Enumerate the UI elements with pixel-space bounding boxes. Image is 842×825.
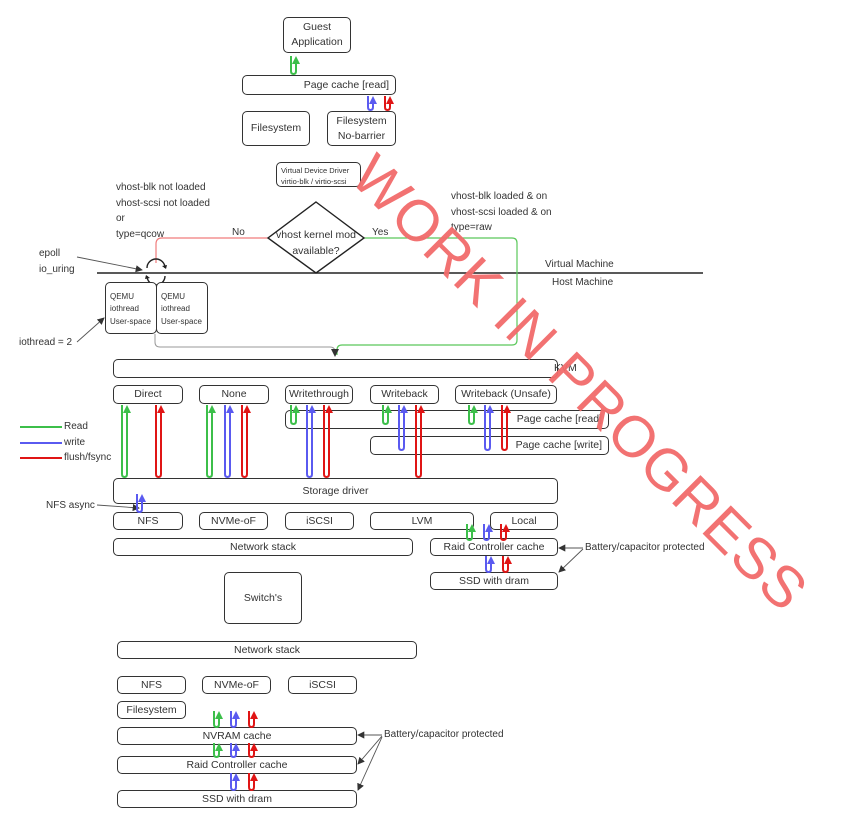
flush-flow-arrow bbox=[155, 405, 165, 479]
remote-filesystem-box: Filesystem bbox=[117, 701, 186, 719]
host-ssd-box: SSD with dram bbox=[430, 572, 558, 590]
guest-application-box: Guest Application bbox=[283, 17, 351, 53]
cache-mode-writeback-unsafe[interactable]: Writeback (Unsafe) bbox=[455, 385, 557, 404]
no-condition-note: vhost-blk not loaded vhost-scsi not load… bbox=[116, 182, 210, 240]
epoll-pointer bbox=[76, 256, 143, 273]
legend-write-label: write bbox=[64, 437, 86, 448]
remote-raid-controller-box: Raid Controller cache bbox=[117, 756, 357, 774]
host-machine-label: Host Machine bbox=[552, 277, 614, 288]
write-flow-arrow bbox=[224, 405, 234, 479]
host-battery-note: Battery/capacitor protected bbox=[585, 542, 705, 553]
write-flow-arrow bbox=[230, 711, 240, 729]
cache-mode-writeback[interactable]: Writeback bbox=[370, 385, 439, 404]
flush-flow-arrow bbox=[248, 773, 258, 792]
cache-mode-writethrough[interactable]: Writethrough bbox=[285, 385, 353, 404]
qemu-to-kvm-line bbox=[154, 334, 339, 357]
read-flow-arrow bbox=[213, 743, 223, 759]
write-flow-arrow bbox=[230, 743, 240, 759]
remote-battery-pointer-ssd bbox=[357, 736, 383, 791]
kvm-label: KVM bbox=[554, 362, 577, 375]
qemu-iothread-box-1: QEMU iothread User-space bbox=[105, 282, 157, 334]
remote-ssd-box: SSD with dram bbox=[117, 790, 357, 808]
iothread-count-pointer bbox=[76, 317, 105, 343]
cache-mode-none[interactable]: None bbox=[199, 385, 269, 404]
virtual-machine-label: Virtual Machine bbox=[545, 259, 614, 270]
flush-flow-arrow bbox=[241, 405, 251, 479]
decision-yes-label: Yes bbox=[372, 227, 389, 238]
guest-filesystem-nobarrier-box: Filesystem No-barrier bbox=[327, 111, 396, 146]
remote-protocol-iscsi: iSCSI bbox=[288, 676, 357, 694]
remote-nvram-box: NVRAM cache bbox=[117, 727, 357, 745]
backend-nfs: NFS bbox=[113, 512, 183, 530]
cache-mode-direct[interactable]: Direct bbox=[113, 385, 183, 404]
storage-driver-box: Storage driver bbox=[113, 478, 558, 504]
backend-local: Local bbox=[490, 512, 558, 530]
host-raid-controller-box: Raid Controller cache bbox=[430, 538, 558, 556]
flush-flow-arrow bbox=[384, 96, 394, 112]
read-flow-arrow bbox=[121, 405, 131, 479]
flush-flow-arrow bbox=[248, 743, 258, 759]
remote-network-stack-box: Network stack bbox=[117, 641, 417, 659]
remote-protocol-nvme-of: NVMe-oF bbox=[202, 676, 271, 694]
virtual-device-driver-box: Virtual Device Driver virtio-blk / virti… bbox=[276, 162, 361, 187]
write-flow-arrow bbox=[367, 96, 377, 112]
read-flow-arrow bbox=[213, 711, 223, 729]
yes-condition-note: vhost-blk loaded & on vhost-scsi loaded … bbox=[451, 191, 552, 233]
nfs-async-label: NFS async bbox=[46, 500, 95, 511]
guest-page-cache-read-box: Page cache [read] bbox=[242, 75, 396, 95]
write-flow-arrow bbox=[230, 773, 240, 792]
remote-battery-pointer-raid bbox=[357, 735, 383, 765]
read-flow-arrow bbox=[206, 405, 216, 479]
qemu-iothread-box-2: QEMU iothread User-space bbox=[156, 282, 208, 334]
battery-pointer-ssd bbox=[558, 548, 584, 573]
decision-question: vhost kernel mod available? bbox=[276, 229, 356, 257]
backend-iscsi: iSCSI bbox=[285, 512, 354, 530]
nfs-async-pointer bbox=[96, 503, 140, 512]
backend-lvm: LVM bbox=[370, 512, 474, 530]
legend-read-label: Read bbox=[64, 421, 88, 432]
read-flow-arrow bbox=[290, 56, 300, 76]
switch-box: Switch's bbox=[224, 572, 302, 624]
decision-no-label: No bbox=[232, 227, 245, 238]
host-page-cache-write-box: Page cache [write] bbox=[370, 436, 609, 455]
remote-battery-note: Battery/capacitor protected bbox=[384, 729, 504, 740]
epoll-label: epoll io_uring bbox=[39, 248, 75, 275]
host-network-stack-box: Network stack bbox=[113, 538, 413, 556]
write-flow-arrow bbox=[485, 556, 495, 574]
kvm-box: KVM bbox=[113, 359, 577, 378]
host-page-cache-read-box: Page cache [read] bbox=[285, 410, 609, 429]
legend-flush-label: flush/fsync bbox=[64, 452, 112, 463]
iothread-count-label: iothread = 2 bbox=[19, 337, 73, 348]
remote-protocol-nfs: NFS bbox=[117, 676, 186, 694]
flush-flow-arrow bbox=[502, 556, 512, 574]
flush-flow-arrow bbox=[248, 711, 258, 729]
guest-filesystem-box: Filesystem bbox=[242, 111, 310, 146]
backend-nvme-of: NVMe-oF bbox=[199, 512, 268, 530]
